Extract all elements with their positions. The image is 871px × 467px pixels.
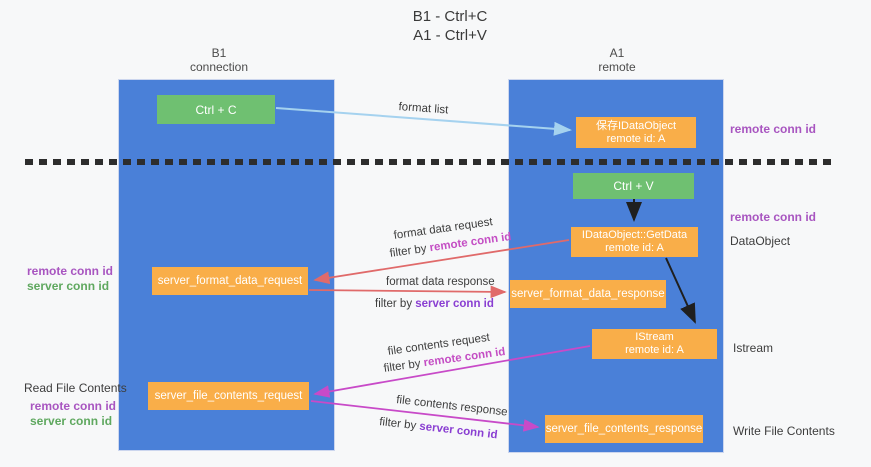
filter-by-server-conn-id-label-1: filter by server conn id [375,298,494,310]
server-format-data-response-label: server_format_data_response [511,287,665,300]
idataobject-getdata-box: IDataObject::GetData remote id: A [571,227,698,257]
column-a1-name: A1 [609,46,625,60]
filter-by-prefix: filter by [389,242,431,260]
server-conn-id-left-1: server conn id [27,279,110,293]
server-conn-id-highlight: server conn id [415,298,494,310]
filter-by-prefix: filter by [375,298,416,310]
server-file-contents-request-label: server_file_contents_request [154,389,303,402]
title-line-2: A1 - Ctrl+V [413,27,487,44]
write-file-contents-label: Write File Contents [733,424,835,438]
remote-conn-id-side-mid: remote conn id [730,210,817,224]
remote-conn-id-side-top: remote conn id [730,122,817,136]
arrow-format-data-response [308,285,507,299]
istream-box: IStream remote id: A [592,329,717,359]
server-file-contents-response-label: server_file_contents_response [545,422,703,435]
remote-conn-id-left-1: remote conn id [27,264,114,278]
format-list-label: format list [398,101,449,117]
column-header-a1: A1 remote [598,46,635,74]
diagram-title: B1 - Ctrl+C A1 - Ctrl+V [413,7,488,45]
file-contents-response-label: file contents response [395,394,509,419]
server-file-contents-response-box: server_file_contents_response [545,415,703,443]
server-conn-id-highlight: server conn id [418,420,499,442]
save-idataobject-box: 保存IDataObject remote id: A [576,117,696,148]
column-b1-name: B1 [211,46,227,60]
dashed-separator [25,159,833,165]
getdata-line2: remote id: A [605,242,664,254]
save-idataobject-line1: 保存IDataObject [595,119,677,132]
remote-conn-id-left-2: remote conn id [30,399,117,413]
ctrl-c-label: Ctrl + C [195,102,237,117]
filter-by-server-conn-id-label-2: filter by server conn id [379,416,498,441]
save-idataobject-line2: remote id: A [606,132,666,145]
column-header-b1: B1 connection [190,46,248,74]
server-format-data-response-box: server_format_data_response [510,280,666,308]
column-a1-role: remote [598,60,636,74]
dataobject-side-label: DataObject [730,234,791,248]
ctrl-v-box: Ctrl + V [573,173,694,199]
column-b1-role: connection [189,60,249,74]
server-conn-id-left-2: server conn id [30,414,113,428]
read-file-contents-label: Read File Contents [24,381,127,395]
filter-by-prefix: filter by [378,416,421,433]
ctrl-v-label: Ctrl + V [613,179,654,193]
server-format-data-request-box: server_format_data_request [152,267,308,295]
istream-side-label: Istream [733,341,774,355]
title-line-1: B1 - Ctrl+C [412,8,488,25]
format-data-response-label: format data response [386,276,495,288]
istream-line1: IStream [635,331,674,343]
server-file-contents-request-box: server_file_contents_request [148,382,309,410]
filter-by-prefix: filter by [383,357,425,375]
server-format-data-request-label: server_format_data_request [157,274,303,287]
ctrl-c-box: Ctrl + C [157,95,275,124]
istream-line2: remote id: A [625,344,684,356]
getdata-line1: IDataObject::GetData [581,229,688,241]
